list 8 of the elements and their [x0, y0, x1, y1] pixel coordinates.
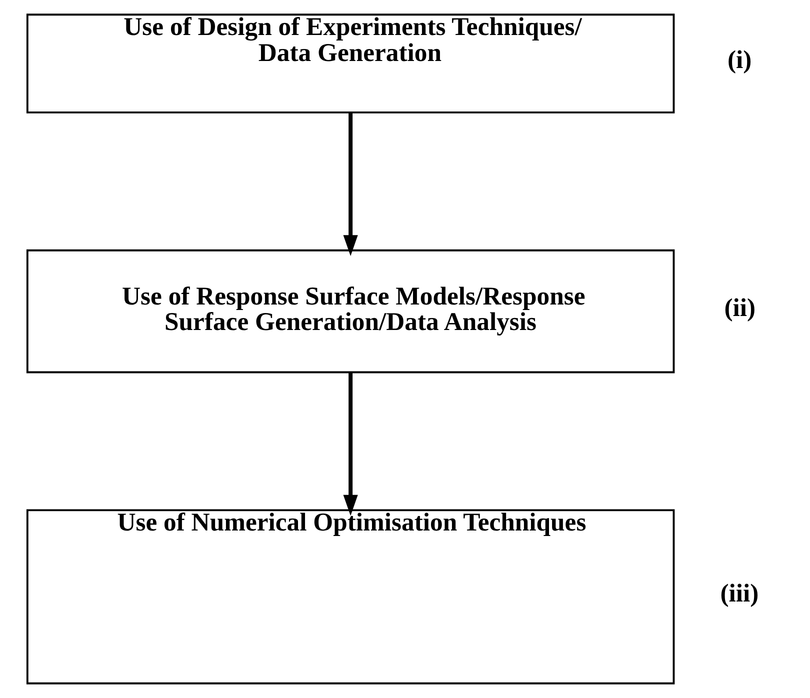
node-box: Use of Response Surface Models/Response Surface Generation/Data Analysis [26, 249, 674, 374]
arrow [342, 112, 358, 256]
node-label: (i) [726, 45, 752, 74]
node-label: (iii) [720, 578, 758, 608]
node-box: Use of Design of Experiments Techniques/ Data Generation [26, 14, 674, 114]
arrow [342, 372, 358, 516]
node-label: (ii) [724, 292, 756, 322]
node-box: Use of Numerical Optimisation Techniques [26, 509, 674, 684]
